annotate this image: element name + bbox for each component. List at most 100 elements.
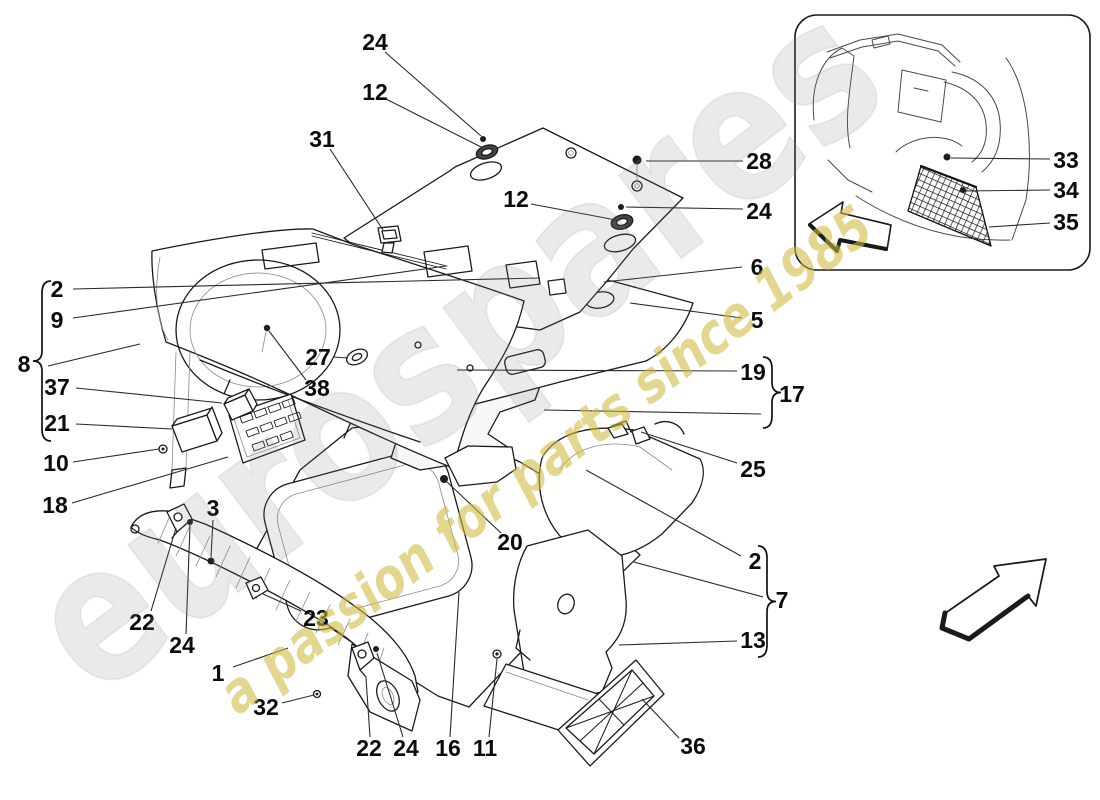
leader-line-16 bbox=[449, 591, 460, 738]
callout-3-label: 3 bbox=[207, 495, 220, 521]
leader-line-20 bbox=[446, 481, 502, 534]
leader-line-2 bbox=[585, 469, 742, 557]
callout-37-label: 37 bbox=[44, 374, 70, 400]
callout-21-label: 21 bbox=[44, 410, 70, 436]
brace-right-1 bbox=[762, 356, 782, 429]
leader-line-25 bbox=[640, 431, 738, 464]
leader-line-24 bbox=[384, 51, 482, 137]
callout-10-label: 10 bbox=[43, 450, 69, 476]
leader-line-37 bbox=[75, 387, 223, 404]
leader-line-27 bbox=[332, 356, 349, 359]
callout-36-label: 36 bbox=[680, 733, 706, 759]
foam-block-21 bbox=[171, 406, 223, 453]
leader-line-5 bbox=[629, 302, 743, 319]
leader-line-36 bbox=[641, 698, 680, 739]
bracket-25 bbox=[607, 423, 651, 445]
clip-22-bottom bbox=[351, 641, 375, 678]
callout-38-label: 38 bbox=[304, 375, 330, 401]
leader-line-24 bbox=[185, 524, 191, 635]
clip-27 bbox=[345, 348, 369, 366]
callout-leader-lines bbox=[71, 51, 1051, 739]
callout-34-label: 34 bbox=[1053, 177, 1079, 203]
leader-line-32 bbox=[281, 694, 315, 704]
screw-28 bbox=[632, 155, 642, 182]
screw-24-front bbox=[480, 136, 486, 142]
grommet-12-front bbox=[475, 144, 499, 160]
leader-line-31 bbox=[329, 148, 384, 231]
leader-line-22 bbox=[365, 677, 371, 738]
screw-38 bbox=[261, 324, 271, 353]
quarter-panel-left bbox=[151, 228, 567, 489]
diagram-line-art bbox=[130, 14, 1091, 767]
callout-11-label: 11 bbox=[473, 735, 498, 761]
leader-line-11 bbox=[488, 658, 498, 738]
brace-left-0 bbox=[32, 280, 52, 442]
leader-line-12 bbox=[385, 98, 484, 149]
direction-arrow-inset bbox=[808, 201, 892, 253]
callout-9-label: 9 bbox=[51, 307, 64, 333]
callout-16-label: 16 bbox=[435, 735, 461, 761]
screw-24-left bbox=[187, 519, 193, 525]
foam-block-37 bbox=[223, 388, 258, 421]
callout-22-label: 22 bbox=[356, 735, 382, 761]
grouping-braces bbox=[32, 280, 782, 658]
inset-panel-sketch bbox=[812, 33, 1030, 241]
callout-35-label: 35 bbox=[1053, 209, 1079, 235]
screw-33 bbox=[943, 153, 951, 161]
leader-line-35 bbox=[988, 222, 1051, 228]
grommet-12-center bbox=[610, 214, 634, 230]
callout-2-label: 2 bbox=[51, 276, 64, 302]
callout-2-label: 2 bbox=[749, 548, 762, 574]
group-leader-lines bbox=[47, 343, 764, 598]
callout-32-label: 32 bbox=[253, 694, 279, 720]
luggage-net-35 bbox=[907, 164, 992, 247]
inset-detail-box bbox=[794, 14, 1091, 271]
callout-33-label: 33 bbox=[1053, 147, 1079, 173]
leader-line-38 bbox=[268, 330, 307, 381]
leader-line-34 bbox=[963, 189, 1051, 192]
callout-22-label: 22 bbox=[129, 609, 155, 635]
screw-24-bottom bbox=[373, 646, 379, 652]
screw-32 bbox=[312, 689, 322, 699]
callout-18-label: 18 bbox=[42, 492, 68, 518]
sill-trim-part bbox=[130, 510, 421, 732]
screw-24-center bbox=[618, 204, 624, 210]
leader-line-22 bbox=[150, 527, 177, 612]
callout-17-label: 17 bbox=[779, 381, 805, 407]
callout-24-label: 24 bbox=[169, 632, 195, 658]
callout-12-label: 12 bbox=[503, 186, 529, 212]
callout-24-label: 24 bbox=[393, 735, 419, 761]
leader-line-23 bbox=[262, 593, 302, 612]
clip-23 bbox=[245, 576, 269, 600]
leader-line-24 bbox=[376, 652, 404, 738]
leader-line-6 bbox=[603, 266, 743, 283]
callout-12-label: 12 bbox=[362, 79, 388, 105]
leader-line-18 bbox=[71, 456, 229, 504]
callout-8-label: 8 bbox=[18, 351, 31, 377]
leader-line-9 bbox=[72, 265, 447, 319]
callout-6-label: 6 bbox=[751, 254, 764, 280]
leader-line-19 bbox=[456, 369, 738, 372]
brace-right-2 bbox=[757, 545, 777, 658]
callout-20-label: 20 bbox=[497, 529, 523, 555]
direction-arrow-main bbox=[939, 558, 1047, 642]
callout-7-label: 7 bbox=[776, 587, 789, 613]
group-line-0 bbox=[47, 343, 141, 367]
callout-19-label: 19 bbox=[740, 359, 766, 385]
leader-line-12 bbox=[530, 203, 617, 221]
leader-line-13 bbox=[618, 640, 738, 646]
callout-27-label: 27 bbox=[305, 344, 331, 370]
leader-line-10 bbox=[72, 448, 160, 463]
callout-28-label: 28 bbox=[746, 148, 772, 174]
clip-31 bbox=[377, 225, 402, 254]
screw-11 bbox=[492, 649, 502, 659]
screw-34 bbox=[960, 187, 966, 193]
leader-line-2 bbox=[72, 277, 541, 290]
group-line-2 bbox=[633, 561, 764, 598]
screw-3 bbox=[207, 557, 215, 565]
leader-line-21 bbox=[75, 423, 173, 430]
grille-36 bbox=[557, 659, 665, 767]
leader-line-33 bbox=[950, 157, 1051, 160]
callout-5-label: 5 bbox=[751, 307, 764, 333]
